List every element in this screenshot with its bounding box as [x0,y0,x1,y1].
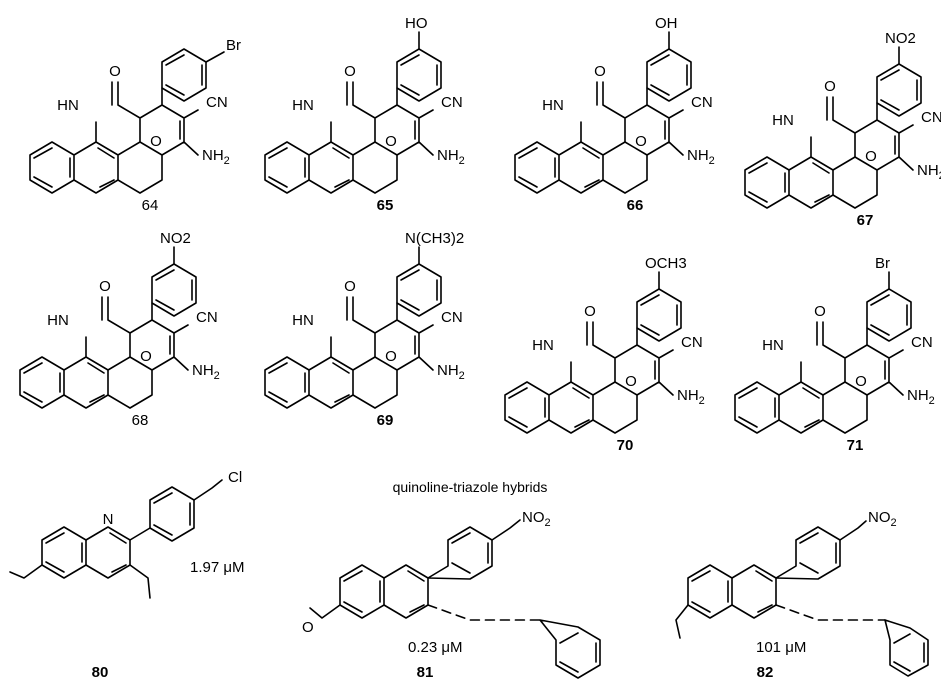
carbonyl-oxygen-label: O [109,63,121,80]
nitrile-label: CN [911,334,933,351]
ring-oxygen-label: O [625,373,637,390]
ring-nitrogen-label: N [103,511,114,528]
amine-label: NH2 [907,387,935,407]
aryl-ring [396,263,442,317]
ring-oxygen-label: O [150,133,162,150]
activity-value: 1.97 μM [190,559,245,576]
substituent-label: HO [405,15,428,32]
substituent-label: OCH3 [645,255,687,272]
nh-label: HN [532,337,554,354]
nitrile-label: CN [681,334,703,351]
compound-66: O HN CN O NH2 OH 66 [514,15,715,214]
compound-id: 71 [847,437,864,454]
compound-id: 67 [857,212,874,229]
carbonyl-oxygen-label: O [584,303,596,320]
carbonyl-oxygen-label: O [814,303,826,320]
core-skeleton [264,81,434,194]
ring-oxygen-label: O [865,148,877,165]
core-skeleton [734,321,904,434]
core-skeleton [19,296,189,409]
nh-label: HN [57,97,79,114]
nh-label: HN [762,337,784,354]
aryl-ring [876,63,922,117]
amine-label: NH2 [192,362,220,382]
compound-id: 64 [142,197,159,214]
core-skeleton [744,96,914,209]
nitrile-label: CN [691,94,713,111]
compound-68: O HN CN O NH2 NO2 68 [19,230,220,429]
carbonyl-oxygen-label: O [344,63,356,80]
nitrile-label: CN [206,94,228,111]
compound-id: 81 [417,664,434,681]
carbonyl-oxygen-label: O [824,78,836,95]
compound-70: O HN CN O NH2 OCH3 70 [504,255,705,454]
substituent-label: OH [655,15,678,32]
methoxy-label: O [302,619,314,636]
core-skeleton [514,81,684,194]
compound-82: NO2 101 μM 82 [675,509,929,681]
aryl-ring [636,288,682,342]
compound-69: O HN CN O NH2 N(CH3)2 69 [264,230,465,429]
ring-oxygen-label: O [385,133,397,150]
aryl-ring [396,48,442,102]
core-skeleton [264,296,434,409]
core-skeleton [504,321,674,434]
amine-label: NH2 [437,147,465,167]
ring-oxygen-label: O [635,133,647,150]
compound-81: O NO2 0.23 μM 81 [302,509,601,681]
carbonyl-oxygen-label: O [344,278,356,295]
compound-id: 82 [757,664,774,681]
ring-oxygen-label: O [140,348,152,365]
amine-label: NH2 [687,147,715,167]
compound-id: 68 [132,412,149,429]
compound-id: 80 [92,664,109,681]
substituent-label: NO2 [160,230,191,247]
compound-id: 69 [377,412,394,429]
compound-80: N Cl 1.97 μM 80 [9,469,245,681]
nh-label: HN [772,112,794,129]
substituent-label: NO2 [868,509,897,529]
compound-64: O HN CN O NH2 Br 64 [29,37,241,214]
core-skeleton [29,81,199,194]
activity-value: 0.23 μM [408,639,463,656]
aryl-ring [151,263,197,317]
nh-label: HN [292,312,314,329]
nitrile-label: CN [921,109,941,126]
aryl-ring [866,288,912,342]
nh-label: HN [47,312,69,329]
aryl-ring [646,48,692,102]
substituent-label: N(CH3)2 [405,230,464,247]
ring-oxygen-label: O [385,348,397,365]
amine-label: NH2 [917,162,941,182]
amine-label: NH2 [202,147,230,167]
compound-id: 70 [617,437,634,454]
ring-oxygen-label: O [855,373,867,390]
substituent-label: NO2 [885,30,916,47]
substituent-label: NO2 [522,509,551,529]
amine-label: NH2 [677,387,705,407]
compound-id: 66 [627,197,644,214]
carbonyl-oxygen-label: O [99,278,111,295]
compound-id: 65 [377,197,394,214]
carbonyl-oxygen-label: O [594,63,606,80]
section-caption: quinoline-triazole hybrids [393,479,548,495]
compound-65: O HN CN O NH2 HO 65 [264,15,465,214]
nitrile-label: CN [196,309,218,326]
nitrile-label: CN [441,309,463,326]
substituent-label: Br [226,37,241,54]
activity-value: 101 μM [756,639,806,656]
compound-67: O HN CN O NH2 NO2 67 [744,30,941,229]
nitrile-label: CN [441,94,463,111]
substituent-bond [205,51,225,63]
substituent-label: Br [875,255,890,272]
nh-label: HN [542,97,564,114]
amine-label: NH2 [437,362,465,382]
substituent-label: Cl [228,469,242,486]
aryl-ring [161,48,207,102]
nh-label: HN [292,97,314,114]
compound-71: O HN CN O NH2 Br 71 [734,255,935,454]
